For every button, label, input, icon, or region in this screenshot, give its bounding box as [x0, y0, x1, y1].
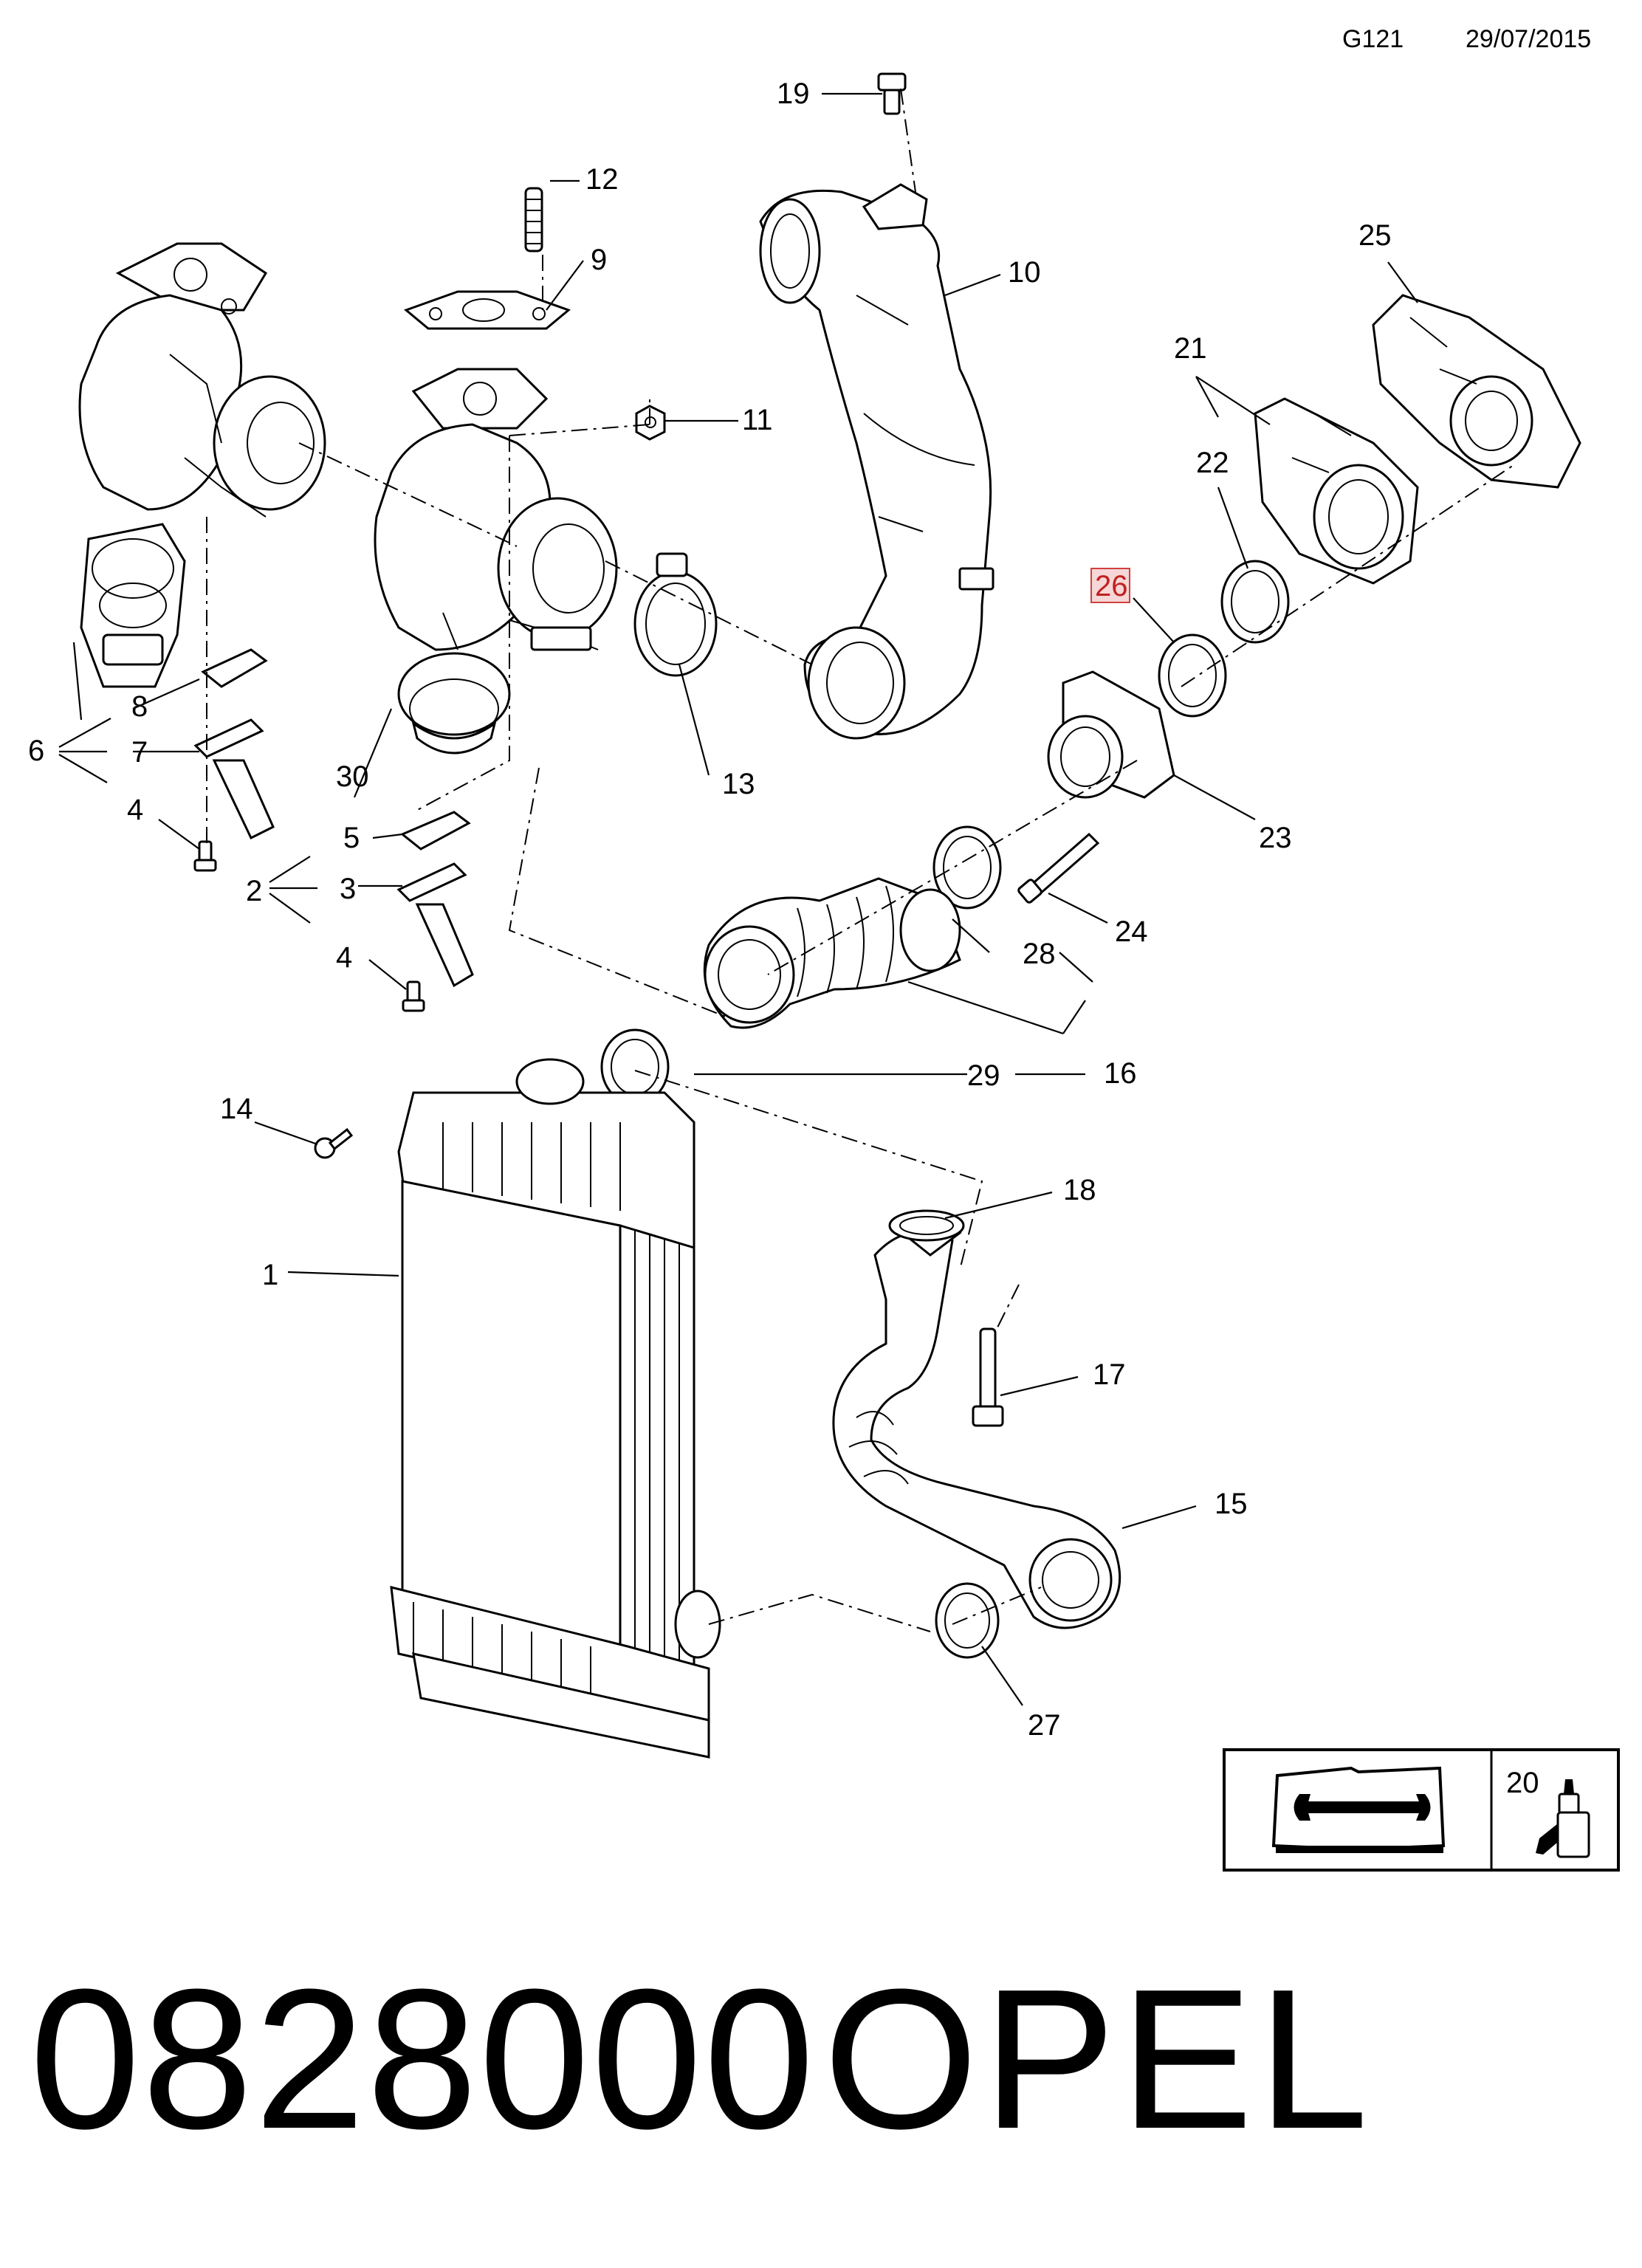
callout-14: 14: [220, 1093, 253, 1125]
callout-4-center: 4: [336, 941, 352, 974]
screw-14[interactable]: [314, 1127, 354, 1159]
callout-4-left: 4: [127, 794, 143, 826]
callout-8: 8: [131, 690, 148, 723]
callout-9: 9: [591, 244, 607, 276]
throttle-valve-25[interactable]: [1372, 294, 1581, 489]
callout-15: 15: [1215, 1488, 1248, 1520]
callout-17: 17: [1093, 1358, 1126, 1391]
seal-ring-22[interactable]: [1220, 560, 1290, 644]
bolt-24[interactable]: [1017, 832, 1100, 904]
intercooler-hose-16[interactable]: [703, 877, 961, 1029]
callout-13: 13: [722, 768, 755, 800]
gasket-9[interactable]: [404, 290, 571, 330]
callout-26: 26: [1095, 570, 1128, 602]
callout-28: 28: [1023, 938, 1056, 970]
callout-18: 18: [1063, 1174, 1096, 1206]
bracket-8[interactable]: [201, 648, 268, 688]
callout-16: 16: [1104, 1057, 1137, 1090]
callout-3: 3: [340, 873, 356, 905]
callout-6: 6: [28, 735, 44, 767]
callout-21: 21: [1174, 332, 1207, 365]
sealant-bottle-icon: [1536, 1779, 1590, 1858]
assembly-centerlines: [206, 88, 1514, 1632]
callout-11: 11: [742, 404, 773, 436]
callout-1: 1: [262, 1259, 278, 1291]
bolt-19[interactable]: [877, 72, 907, 115]
throttle-body-21[interactable]: [1254, 397, 1419, 585]
bracket-5[interactable]: [400, 811, 471, 850]
callout-29: 29: [967, 1059, 1000, 1092]
bolt-4-center[interactable]: [402, 980, 425, 1012]
bracket-3[interactable]: [396, 862, 474, 988]
callout-12: 12: [585, 163, 619, 196]
bolt-17[interactable]: [972, 1327, 1004, 1427]
turbocharger-6[interactable]: [78, 242, 326, 688]
callout-19: 19: [777, 78, 810, 110]
header-date: 29/07/2015: [1466, 25, 1592, 53]
callout-23: 23: [1259, 822, 1292, 854]
callout-10: 10: [1008, 256, 1041, 289]
legend-box: 20: [1223, 1748, 1620, 1872]
header-code: G121: [1342, 25, 1404, 53]
callout-7: 7: [131, 736, 148, 769]
bolt-4-left[interactable]: [193, 840, 217, 872]
turbocharger-30[interactable]: [374, 368, 618, 755]
callout-2: 2: [246, 875, 262, 907]
clamp-18[interactable]: [888, 1209, 965, 1242]
callout-25: 25: [1358, 219, 1392, 252]
callout-labels: 19 12 9 11 10 25 21 22 26 23 24 28 13 30…: [28, 78, 1392, 1742]
callout-24: 24: [1115, 915, 1148, 948]
intercooler-1[interactable]: [390, 1058, 721, 1759]
adapter-flange-23[interactable]: [1047, 670, 1175, 799]
callout-22: 22: [1196, 447, 1229, 479]
stud-12[interactable]: [524, 187, 543, 252]
clamp-13[interactable]: [633, 552, 718, 677]
callout-5: 5: [343, 822, 360, 854]
callout-20: 20: [1506, 1767, 1539, 1799]
part-number: 0828000: [30, 1948, 817, 2171]
seal-ring-28[interactable]: [932, 825, 1002, 910]
intercooler-pipe-10[interactable]: [759, 183, 995, 740]
leader-lines: [58, 92, 1418, 1706]
clamp-26[interactable]: [1158, 633, 1227, 718]
callout-27: 27: [1028, 1709, 1061, 1742]
service-manual-icon: [1271, 1766, 1446, 1853]
bracket-7[interactable]: [193, 718, 275, 840]
seal-ring-27[interactable]: [935, 1582, 1000, 1659]
callout-30: 30: [336, 760, 369, 793]
brand-name: OPEL: [823, 1948, 1373, 2171]
callout-26-highlight: [1090, 568, 1130, 603]
